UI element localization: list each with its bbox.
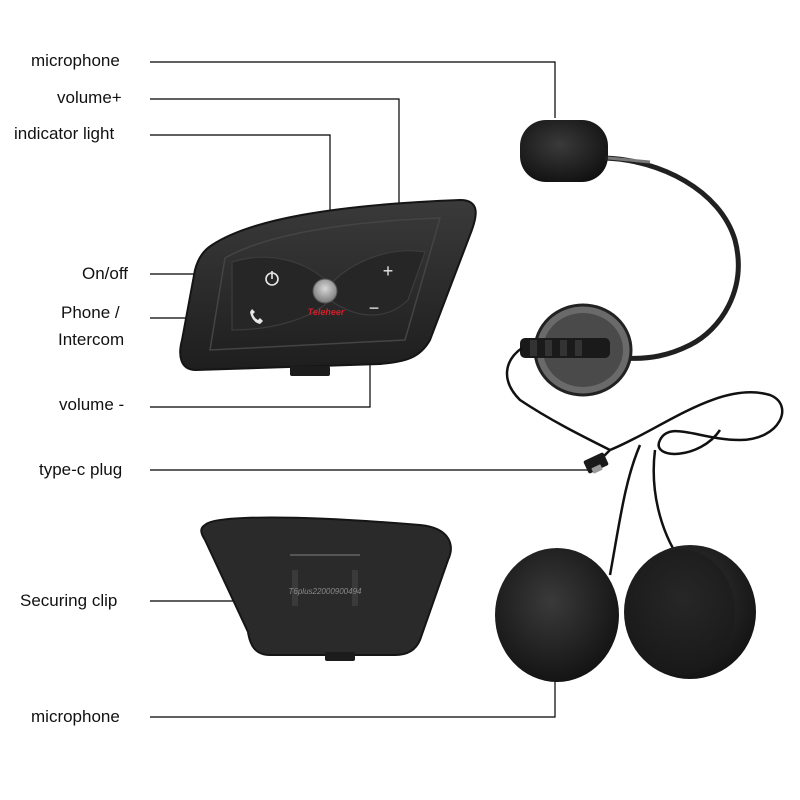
securing-clip: T6plus22000900494 xyxy=(200,516,452,661)
speaker-foam-left xyxy=(495,548,619,682)
power-icon xyxy=(265,271,279,286)
phone-icon xyxy=(250,309,263,324)
speaker-disc xyxy=(520,303,633,397)
boom-microphone xyxy=(520,120,741,361)
label-microphone-bottom: microphone xyxy=(31,707,120,726)
minus-icon: − xyxy=(369,298,380,318)
label-phone-line1: Phone / xyxy=(61,303,120,322)
plus-icon: + xyxy=(383,261,394,281)
label-volume-plus: volume+ xyxy=(57,88,122,107)
label-type-c-plug: type-c plug xyxy=(39,460,123,479)
type-c-plug xyxy=(583,452,609,474)
label-microphone-top: microphone xyxy=(31,51,120,70)
label-on-off: On/off xyxy=(82,264,128,283)
label-indicator-light: indicator light xyxy=(14,124,115,143)
indicator-light-icon xyxy=(312,278,338,304)
leader-volume-plus xyxy=(150,98,400,252)
leader-microphone-top xyxy=(150,61,556,118)
speaker-foam-right xyxy=(624,545,756,679)
label-phone-line2: Intercom xyxy=(58,330,125,349)
brand-logo: Teleheer xyxy=(308,307,345,317)
serial-number: T6plus22000900494 xyxy=(289,587,363,596)
label-volume-minus: volume - xyxy=(59,395,125,414)
label-securing-clip: Securing clip xyxy=(20,591,118,610)
